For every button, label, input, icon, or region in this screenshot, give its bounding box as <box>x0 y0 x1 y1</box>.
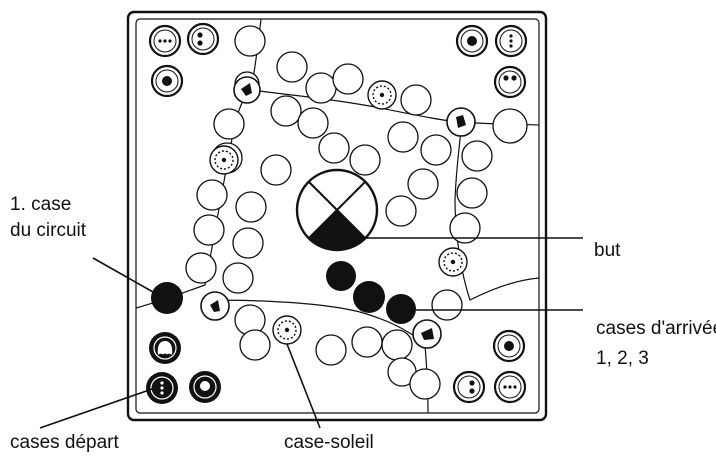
corner-bottom-right <box>452 329 527 404</box>
label-sun-case: case-soleil <box>284 432 374 453</box>
goal-circle <box>295 168 379 252</box>
label-arrival-line2: 1, 2, 3 <box>596 348 649 369</box>
leader-first-case <box>92 257 154 293</box>
corner-top-right <box>455 24 528 99</box>
board-inner-frame <box>135 18 540 414</box>
start-cases <box>146 332 221 404</box>
leader-sun <box>286 343 321 429</box>
label-goal: but <box>594 240 621 261</box>
label-first-case-line1: 1. case <box>10 194 72 215</box>
arrival-cases <box>326 261 416 324</box>
first-circuit-case <box>151 282 183 314</box>
corner-top-left <box>148 22 220 98</box>
label-arrival-line1: cases d'arrivée <box>596 318 716 339</box>
label-first-case-line2: du circuit <box>10 220 87 241</box>
board-outer-frame <box>126 10 548 422</box>
leader-start <box>39 387 156 429</box>
label-start-cases: cases départ <box>10 432 119 453</box>
